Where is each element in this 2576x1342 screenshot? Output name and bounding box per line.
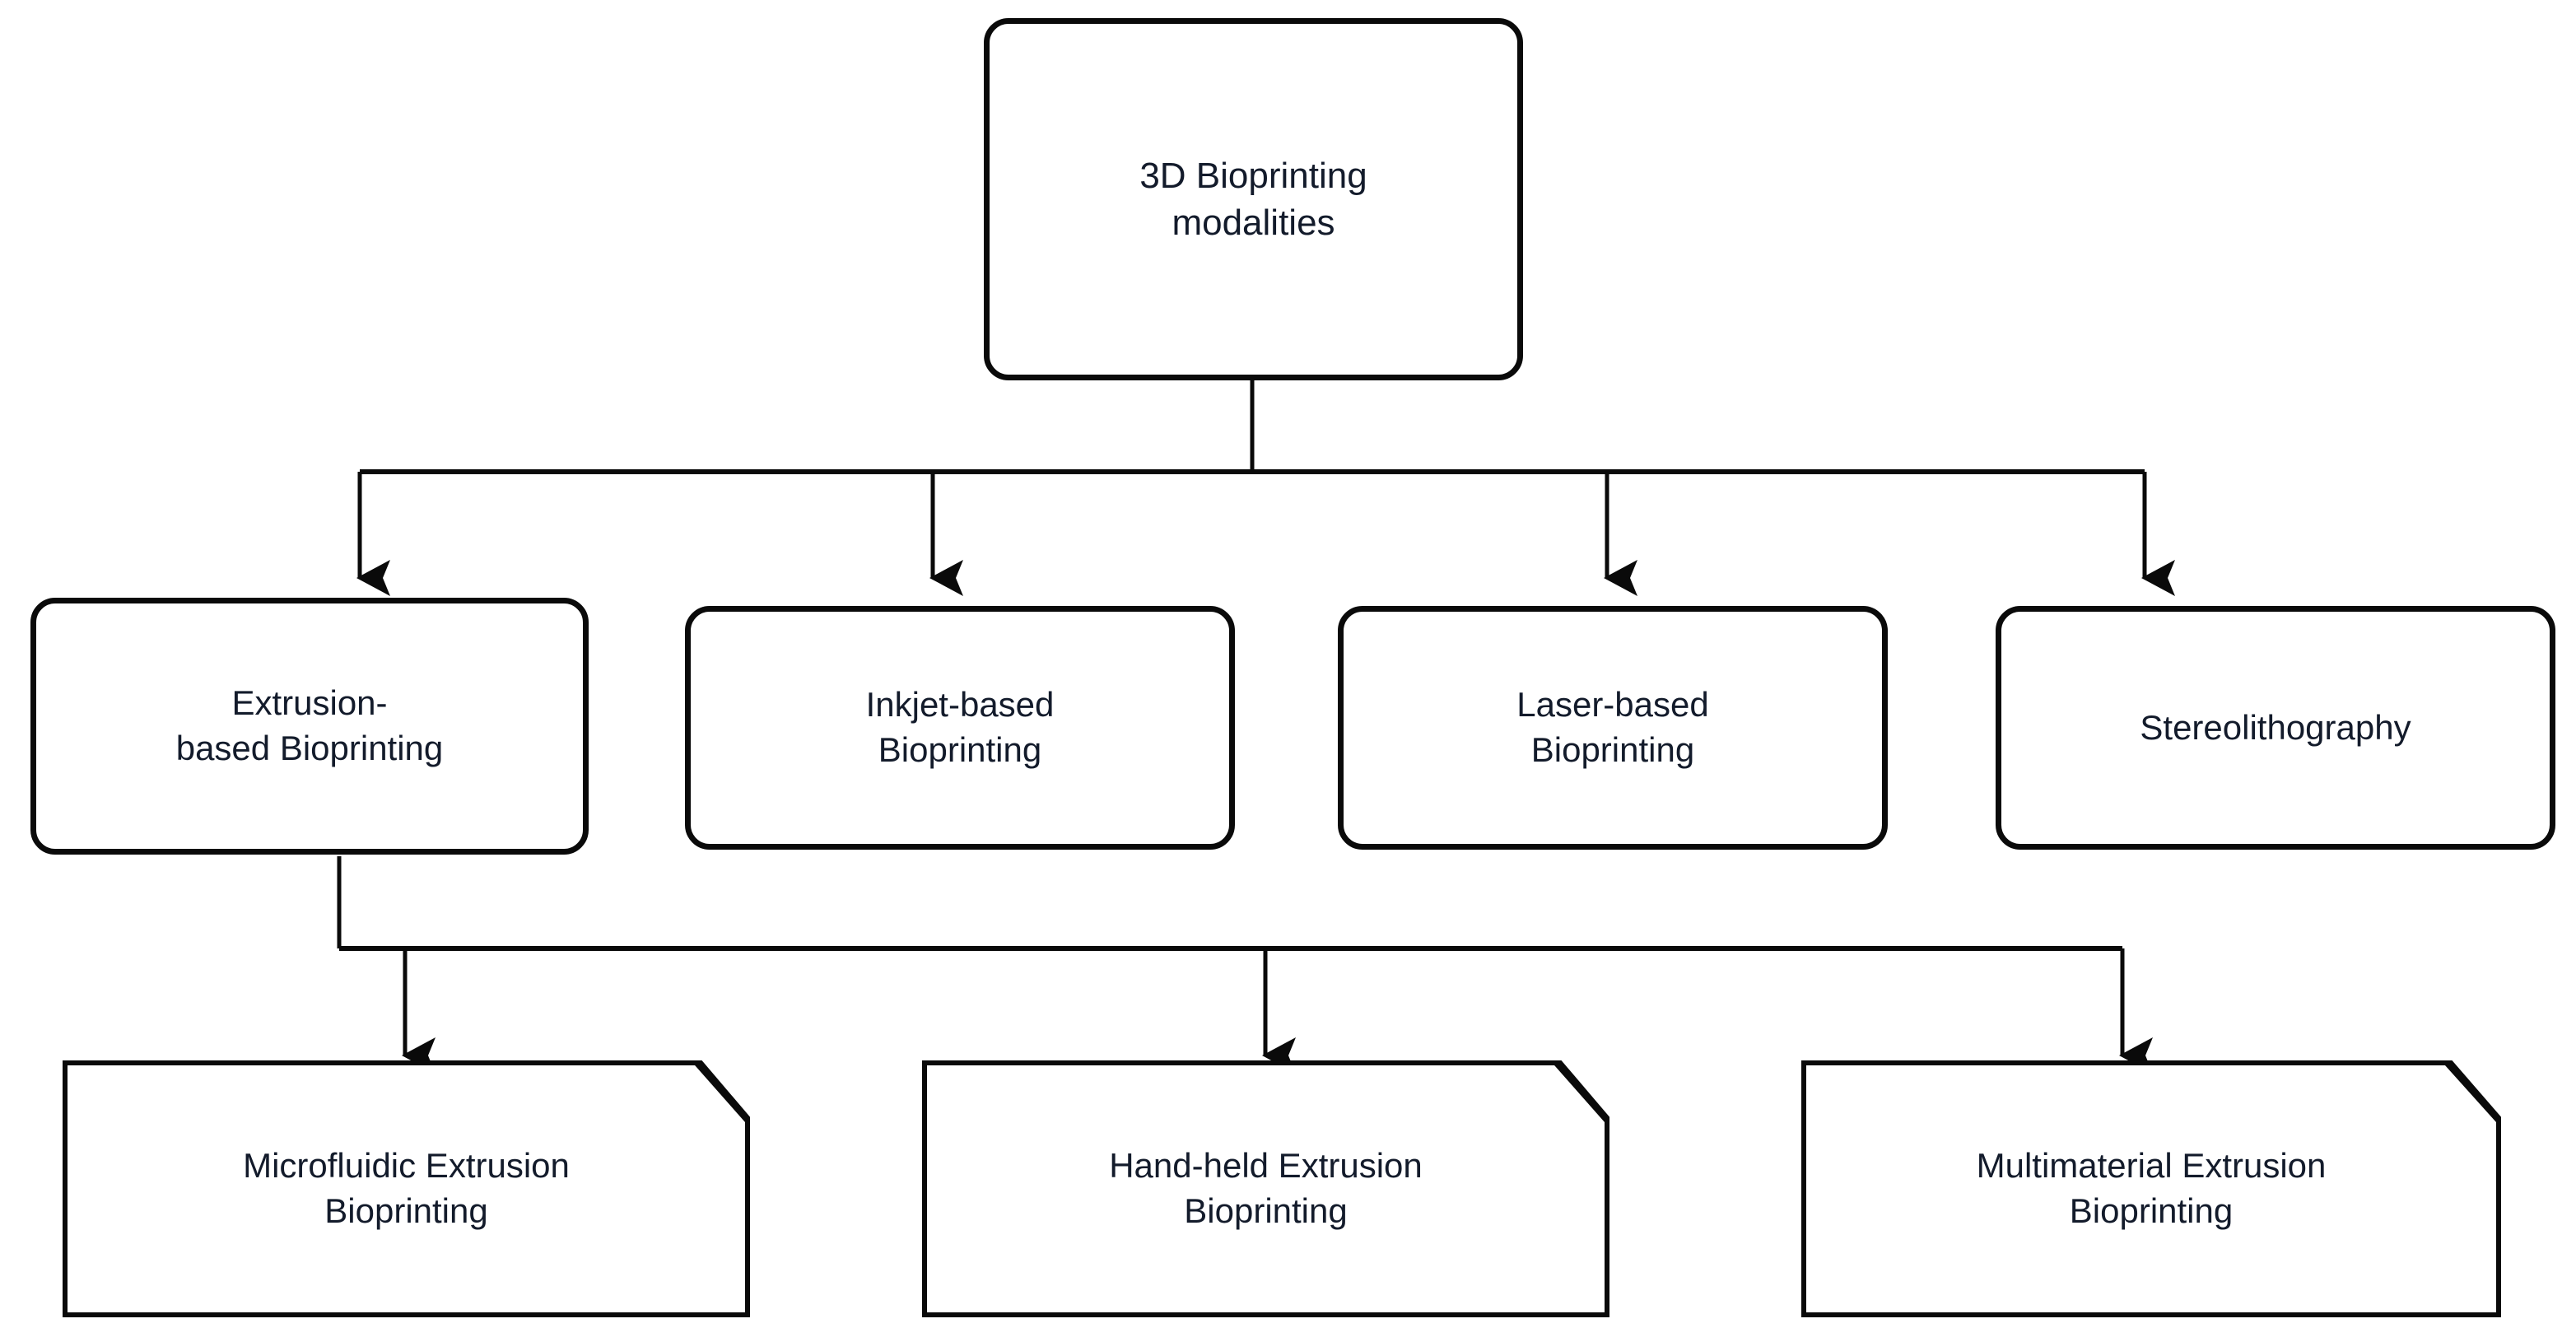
- node-root-label: 3D Bioprinting modalities: [1139, 155, 1367, 243]
- node-microfluidic-fill: [68, 1065, 745, 1312]
- node-multimaterial-label: Multimaterial Extrusion Bioprinting: [1976, 1146, 2327, 1230]
- node-multimaterial-extrusion-bioprinting[interactable]: Multimaterial Extrusion Bioprinting: [1801, 1060, 2501, 1317]
- node-inkjet-label: Inkjet-based Bioprinting: [865, 685, 1055, 769]
- node-extrusion-based-bioprinting[interactable]: Extrusion- based Bioprinting: [30, 598, 589, 855]
- node-extrusion-label: Extrusion- based Bioprinting: [175, 683, 444, 767]
- node-stereolithography-label: Stereolithography: [2140, 707, 2411, 747]
- node-root-3d-bioprinting-modalities[interactable]: 3D Bioprinting modalities: [984, 18, 1523, 380]
- node-handheld-fill: [927, 1065, 1605, 1312]
- node-laser-based-bioprinting[interactable]: Laser-based Bioprinting: [1338, 606, 1888, 850]
- node-multimaterial-fill: [1806, 1065, 2496, 1312]
- node-hand-held-extrusion-bioprinting[interactable]: Hand-held Extrusion Bioprinting: [922, 1060, 1609, 1317]
- node-microfluidic-extrusion-bioprinting[interactable]: Microfluidic Extrusion Bioprinting: [63, 1060, 750, 1317]
- node-handheld-label: Hand-held Extrusion Bioprinting: [1109, 1146, 1423, 1230]
- node-microfluidic-label: Microfluidic Extrusion Bioprinting: [243, 1146, 570, 1230]
- node-stereolithography[interactable]: Stereolithography: [1996, 606, 2555, 850]
- node-inkjet-based-bioprinting[interactable]: Inkjet-based Bioprinting: [685, 606, 1235, 850]
- node-laser-label: Laser-based Bioprinting: [1516, 685, 1709, 769]
